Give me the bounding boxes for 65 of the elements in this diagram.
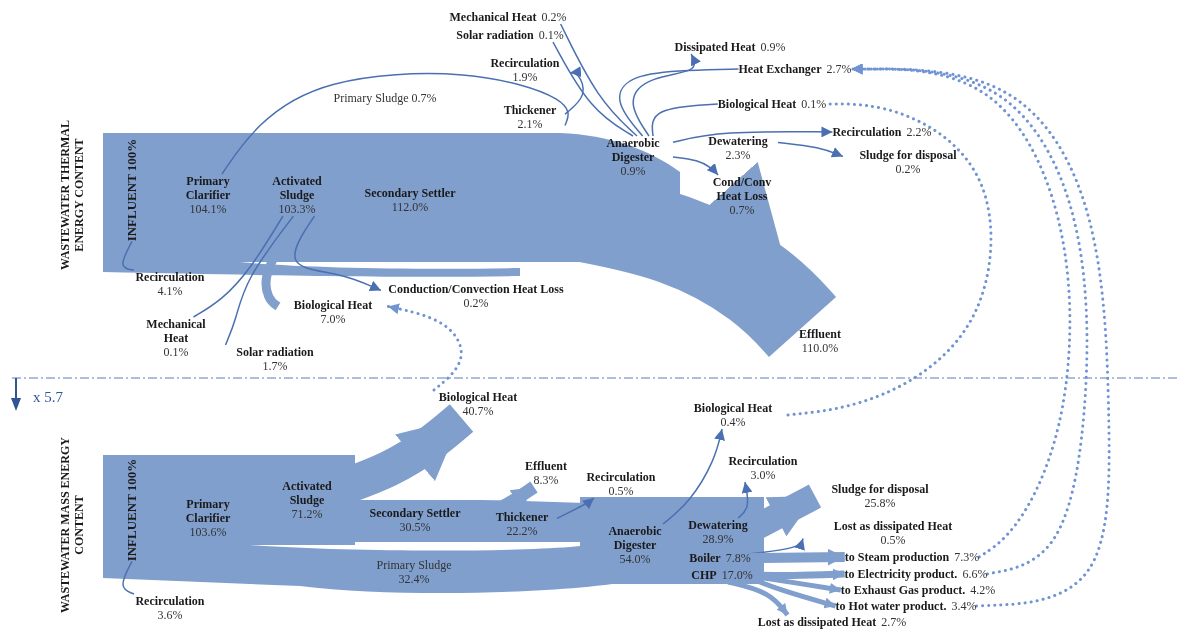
flow-arrow [556, 497, 595, 520]
axis-title: WASTEWATER THERMAL ENERGY CONTENT [58, 119, 86, 272]
flow-label: Lost as dissipated Heat 0.5% [803, 519, 983, 547]
flow-arrow [737, 481, 753, 519]
flow-line [221, 72, 569, 175]
flow-band-arrow [750, 548, 845, 566]
flow-label: Recirculation 3.6% [125, 594, 215, 622]
flow-line [192, 215, 284, 318]
flow-line [618, 68, 740, 137]
flow-line [559, 23, 638, 137]
dotted-line [786, 102, 993, 417]
flow-label: Biological Heat 0.4% [678, 401, 788, 429]
flow-label: to Steam production 7.3% [844, 550, 980, 564]
axis-title: WASTEWATER MASS ENERGY CONTENT [58, 436, 86, 615]
flow-label: to Hot water product. 3.4% [835, 599, 977, 613]
flow-label: Heat Exchanger 2.7% [738, 62, 852, 76]
flow-label: Thickener 2.1% [495, 103, 565, 131]
flow-label: Dewatering 2.3% [698, 134, 778, 162]
flow-label: Solar radiation 1.7% [220, 345, 330, 373]
flow-arrow [672, 126, 834, 144]
flow-label: Recirculation 3.0% [718, 454, 808, 482]
flow-label: Solar radiation 0.1% [456, 28, 564, 42]
flow-arrow [564, 66, 584, 115]
flow-line [552, 41, 634, 137]
flow-arrow [632, 53, 701, 137]
flow-label: Biological Heat 0.1% [717, 97, 827, 111]
scale-factor-label: x 5.7 [33, 390, 63, 404]
flow-arrow [294, 215, 382, 292]
flow-label: Recirculation 4.1% [125, 270, 215, 298]
flow-label: Lost as dissipated Heat 2.7% [757, 615, 907, 629]
flow-label: Thickener 22.2% [487, 510, 557, 538]
flow-line [122, 240, 135, 271]
flow-label: Recirculation 2.2% [832, 125, 932, 139]
flow-label: Cond/Conv Heat Loss 0.7% [702, 175, 782, 217]
flow-line [651, 103, 719, 137]
flow-label: Secondary Settler 112.0% [340, 186, 480, 214]
flow-label: Recirculation 0.5% [576, 470, 666, 498]
flow-label: Sludge for disposal 0.2% [843, 148, 973, 176]
flow-label: Recirculation 1.9% [480, 56, 570, 84]
flow-label: Biological Heat 40.7% [423, 390, 533, 418]
dotted-arrow [386, 303, 463, 392]
flow-label: Secondary Settler 30.5% [350, 506, 480, 534]
flow-label: Activated Sludge 71.2% [272, 479, 342, 521]
flow-label: Anaerobic Digester 54.0% [595, 524, 675, 566]
flow-label: Dissipated Heat 0.9% [674, 40, 786, 54]
flow-label: Dewatering 28.9% [678, 518, 758, 546]
flow-label: Mechanical Heat 0.1% [141, 317, 211, 359]
flow-label: Boiler 7.8% [689, 551, 751, 565]
flow-label: Effluent 8.3% [516, 459, 576, 487]
flow-label: Effluent 110.0% [785, 327, 855, 355]
flow-arrow [662, 428, 725, 525]
flow-line [224, 215, 295, 346]
influent-label: INFLUENT 100% [125, 458, 139, 562]
flow-arrow [672, 156, 719, 176]
flow-label: CHP 17.0% [691, 568, 753, 582]
flow-label: Primary Clarifier 103.6% [173, 497, 243, 539]
flow-label: to Exhaust Gas product. 4.2% [840, 583, 996, 597]
flow-label: Primary Sludge 32.4% [359, 558, 469, 586]
influent-label: INFLUENT 100% [125, 138, 139, 242]
flow-label: Activated Sludge 103.3% [262, 174, 332, 216]
flow-label: Mechanical Heat 0.2% [449, 10, 567, 24]
flow-label: to Electricity product. 6.6% [844, 567, 988, 581]
flow-label: Primary Clarifier 104.1% [173, 174, 243, 216]
flow-label: Sludge for disposal 25.8% [815, 482, 945, 510]
flow-arrow [777, 141, 844, 158]
